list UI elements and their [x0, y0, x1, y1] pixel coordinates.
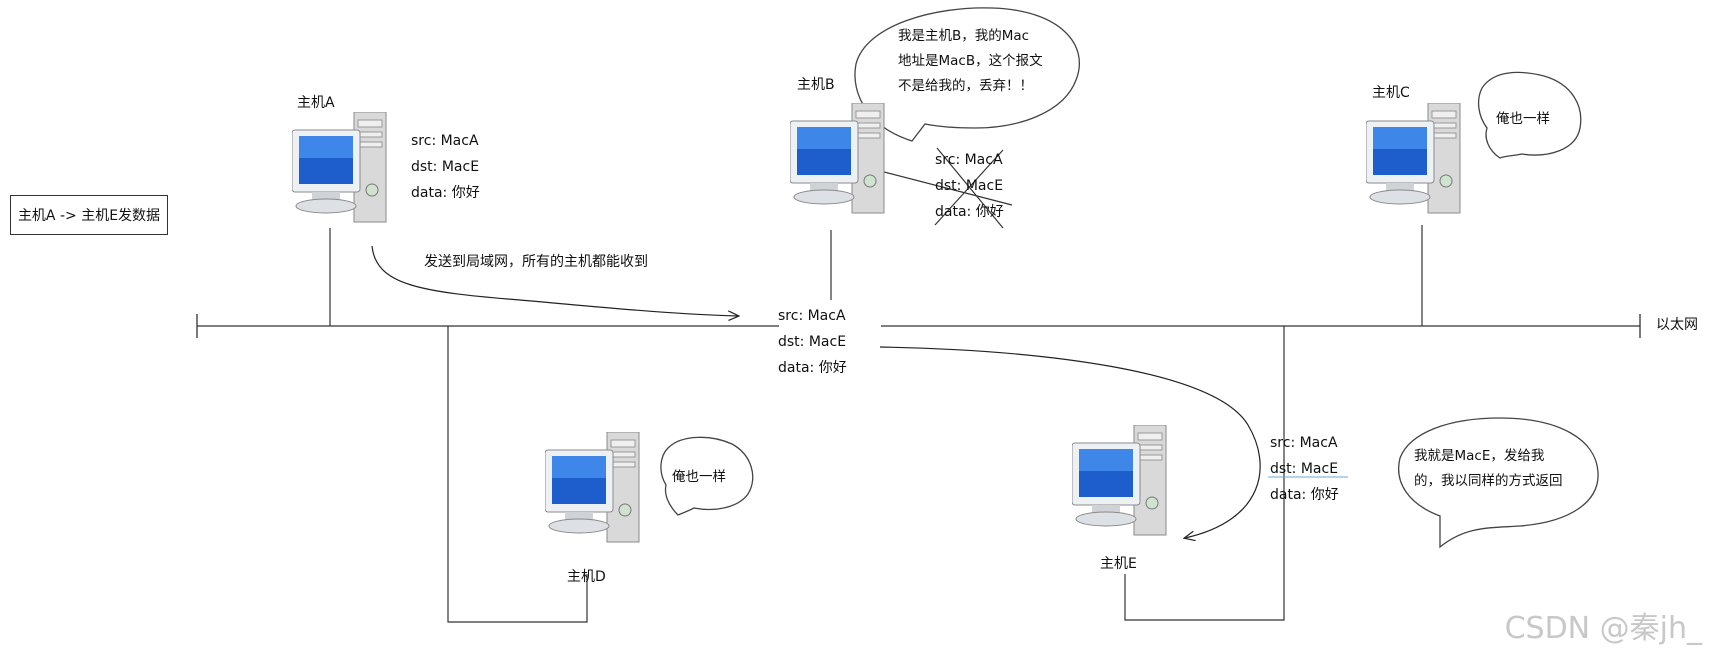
- bubble-text-e: 我就是MacE，发给我 的，我以同样的方式返回: [1414, 444, 1563, 494]
- speech-bubble-d: [660, 436, 754, 516]
- bubble-line: 不是给我的，丢弃！！: [898, 78, 1033, 94]
- host-c-computer: [1365, 102, 1466, 225]
- computer-icon: [789, 102, 885, 214]
- host-e-title: 主机E: [1100, 556, 1137, 572]
- packet-host-a: src: MacA dst: MacE data: 你好: [411, 128, 480, 206]
- packet-dst: dst: MacE: [935, 178, 1004, 194]
- host-d-title: 主机D: [567, 569, 606, 585]
- bubble-text-b: 我是主机B，我的Mac 地址是MacB，这个报文 不是给我的，丢弃！！: [898, 24, 1043, 99]
- host-a-title: 主机A: [297, 95, 335, 111]
- packet-dst: dst: MacE: [411, 159, 480, 175]
- computer-icon: [1365, 102, 1461, 214]
- packet-src: src: MacA: [778, 308, 846, 324]
- packet-host-e: src: MacA dst: MacE data: 你好: [1270, 430, 1339, 508]
- packet-dst: dst: MacE: [778, 334, 847, 350]
- bubble-line: 的，我以同样的方式返回: [1414, 473, 1563, 489]
- broadcast-arrow: [371, 245, 738, 316]
- host-c-title: 主机C: [1372, 85, 1410, 101]
- drop-line-host-e: [1124, 326, 1285, 621]
- bubble-text-c: 俺也一样: [1496, 111, 1550, 127]
- packet-src: src: MacA: [935, 152, 1003, 168]
- delivery-arrow: [879, 346, 1261, 538]
- drop-line-host-d: [447, 326, 588, 623]
- bubble-line: 我是主机B，我的Mac: [898, 28, 1030, 44]
- packet-src: src: MacA: [411, 133, 479, 149]
- task-note-box: 主机A -> 主机E发数据: [10, 195, 168, 235]
- broadcast-note: 发送到局域网，所有的主机都能收到: [424, 254, 648, 270]
- speech-bubble-e: [1398, 417, 1599, 549]
- bubble-text-d: 俺也一样: [672, 469, 726, 485]
- host-a-computer: [291, 111, 392, 234]
- watermark: CSDN @秦jh_: [1504, 611, 1702, 646]
- computer-icon: [1071, 424, 1167, 536]
- ethernet-label: 以太网: [1656, 317, 1698, 333]
- packet-on-bus: src: MacA dst: MacE data: 你好: [778, 303, 847, 381]
- packet-host-b: src: MacA dst: MacE data: 你好: [935, 147, 1004, 225]
- host-e-computer: [1071, 424, 1172, 547]
- speech-bubble-b: [854, 7, 1081, 142]
- packet-data: data: 你好: [1270, 487, 1339, 503]
- host-b-title: 主机B: [797, 77, 835, 93]
- computer-icon: [544, 431, 640, 543]
- speech-bubble-c: [1477, 71, 1582, 159]
- computer-icon: [291, 111, 387, 223]
- host-d-computer: [544, 431, 645, 554]
- bubble-line: 地址是MacB，这个报文: [898, 53, 1043, 69]
- packet-data: data: 你好: [778, 360, 847, 376]
- ethernet-bus: [196, 314, 1641, 338]
- packet-dst: dst: MacE: [1270, 461, 1339, 477]
- host-b-computer: [789, 102, 890, 225]
- bubble-line: 我就是MacE，发给我: [1414, 448, 1545, 464]
- packet-src: src: MacA: [1270, 435, 1338, 451]
- packet-data: data: 你好: [935, 204, 1004, 220]
- packet-data: data: 你好: [411, 185, 480, 201]
